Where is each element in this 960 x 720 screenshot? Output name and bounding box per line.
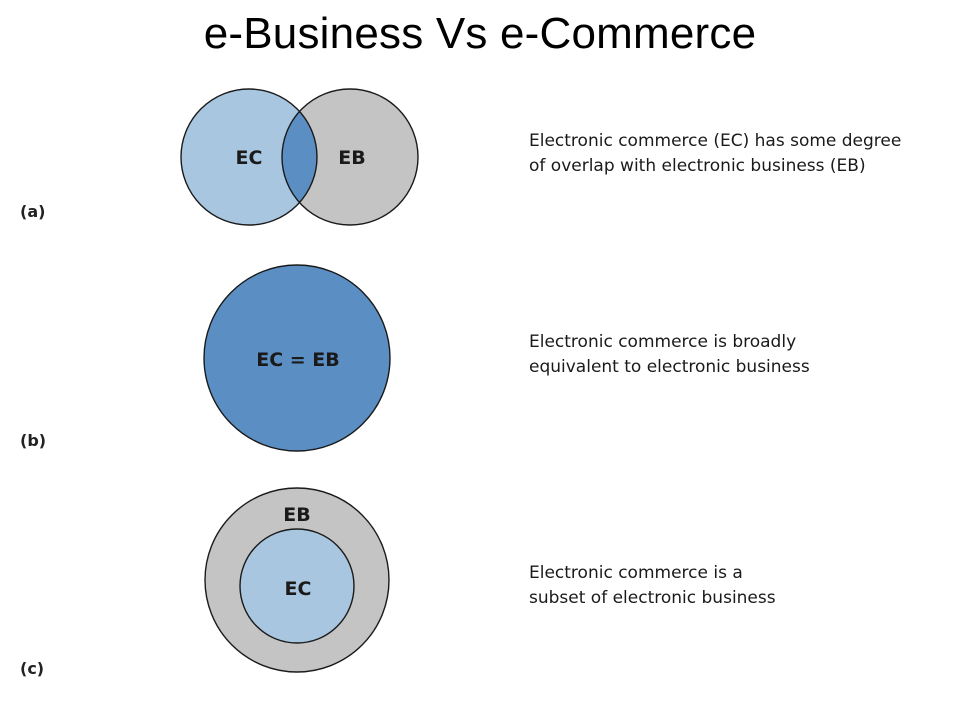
caption-b-line-1: Electronic commerce is broadly bbox=[529, 332, 797, 352]
eb-label-c: EB bbox=[283, 504, 310, 526]
eb-circle-a bbox=[282, 89, 418, 225]
caption-b: Electronic commerce is broadly equivalen… bbox=[529, 330, 949, 380]
caption-c-line-2: subset of electronic business bbox=[529, 588, 776, 608]
page-title: e-Business Vs e-Commerce bbox=[203, 9, 757, 58]
ec-label-a: EC bbox=[236, 147, 263, 169]
caption-b-line-2: equivalent to electronic business bbox=[529, 357, 810, 377]
panel-a-diagram: EC EB bbox=[180, 88, 419, 226]
caption-c: Electronic commerce is a subset of elect… bbox=[529, 561, 949, 611]
panel-label-a: (a) bbox=[20, 202, 46, 221]
eb-label-a: EB bbox=[338, 147, 365, 169]
ec-label-c: EC bbox=[285, 578, 312, 600]
caption-c-line-1: Electronic commerce is a bbox=[529, 563, 743, 583]
caption-a-line-1: Electronic commerce (EC) has some degree bbox=[529, 131, 902, 151]
panel-label-c: (c) bbox=[20, 659, 45, 678]
ec-circle-a bbox=[181, 89, 317, 225]
panel-b-diagram: EC = EB bbox=[203, 264, 391, 452]
ec-inner-circle-c bbox=[239, 528, 355, 644]
caption-a-line-2: of overlap with electronic business (EB) bbox=[529, 156, 866, 176]
panel-c-diagram: EB EC bbox=[204, 487, 390, 673]
caption-a: Electronic commerce (EC) has some degree… bbox=[529, 129, 949, 179]
ec-eb-circle-b bbox=[203, 264, 391, 452]
ec-eb-label-b: EC = EB bbox=[256, 349, 340, 371]
panel-label-b: (b) bbox=[20, 431, 47, 450]
